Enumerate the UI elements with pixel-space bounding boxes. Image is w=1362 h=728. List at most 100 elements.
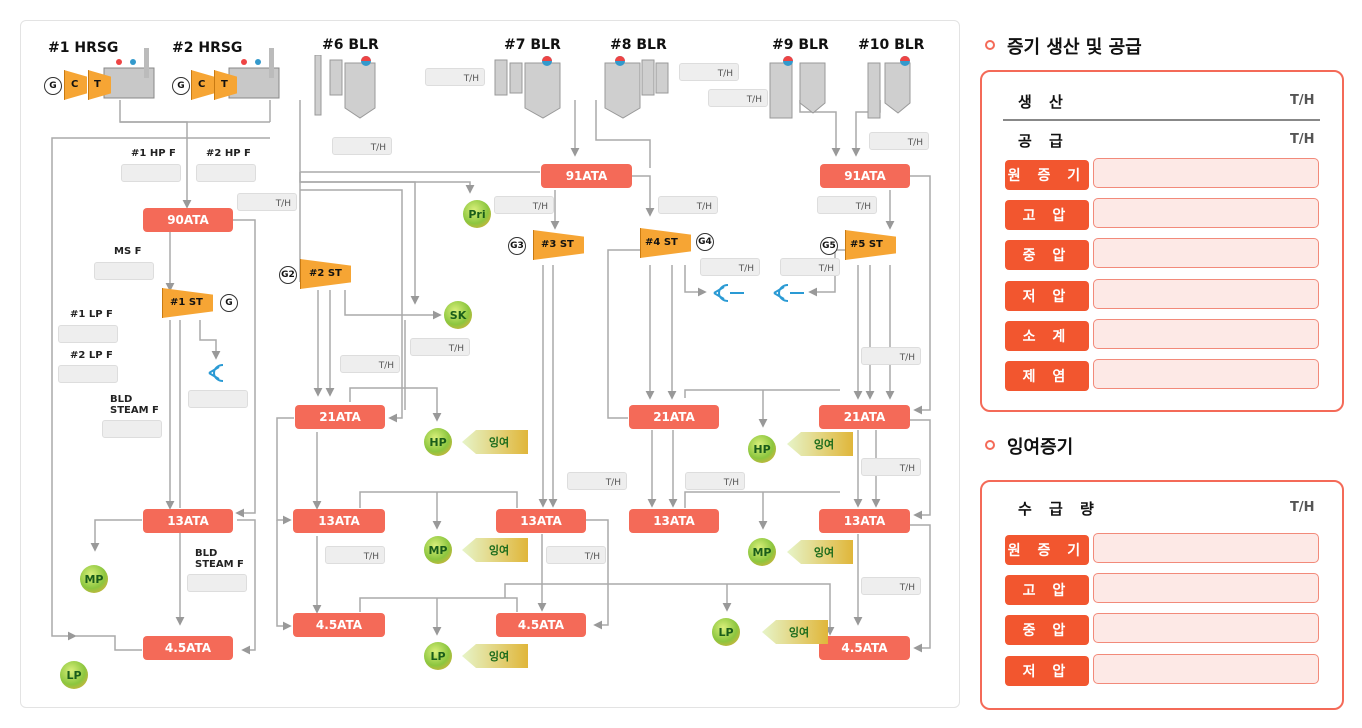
consumer-hp: HP — [748, 435, 776, 463]
boiler-equipment-icon — [314, 55, 911, 119]
surplus-row-value — [1093, 654, 1319, 684]
condenser-gauge — [188, 390, 248, 408]
flow-label-lp1: #1 LP F — [70, 309, 113, 320]
section-bullet-icon — [985, 40, 995, 50]
header-21ata-3: 21ATA — [819, 405, 910, 429]
generator-g5-icon: G5 — [820, 237, 838, 255]
th-gauge: T/H — [425, 68, 485, 86]
unit-hrsg2: #2 HRSG — [172, 40, 243, 56]
steam-turbine-4-label: #4 ST — [645, 237, 678, 248]
flow-label-lp2: #2 LP F — [70, 350, 113, 361]
th-gauge: T/H — [567, 472, 627, 490]
production-title: 증기 생산 및 공급 — [1007, 37, 1142, 58]
surplus-tag: 잉여 — [787, 540, 853, 564]
prod-row-value — [1093, 359, 1319, 389]
steam-turbine-1-label: #1 ST — [170, 297, 203, 308]
surplus-tag: 잉여 — [462, 644, 528, 668]
consumer-lp: LP — [424, 642, 452, 670]
compressor-label: C — [198, 79, 206, 90]
surplus-row-label: 원 증 기 — [1005, 535, 1089, 565]
prod-row-value — [1093, 279, 1319, 309]
th-gauge: T/H — [780, 258, 840, 276]
msf-gauge — [94, 262, 154, 280]
generator-g3-icon: G3 — [508, 237, 526, 255]
produce-unit: T/H — [1290, 93, 1315, 108]
th-gauge: T/H — [679, 63, 739, 81]
unit-blr8: #8 BLR — [610, 37, 667, 53]
surplus-row-label: 고 압 — [1005, 575, 1089, 605]
th-gauge: T/H — [861, 577, 921, 595]
generator-g-icon: G — [172, 77, 190, 95]
surplus-tag: 잉여 — [462, 430, 528, 454]
flow-label-bld1: BLD STEAM F — [110, 394, 159, 416]
th-gauge: T/H — [861, 347, 921, 365]
prod-row-label: 고 압 — [1005, 200, 1089, 230]
steam-turbine-5-label: #5 ST — [850, 239, 883, 250]
surplus-tag: 잉여 — [762, 620, 828, 644]
steam-turbine-3-label: #3 ST — [541, 239, 574, 250]
surplus-tag: 잉여 — [787, 432, 853, 456]
produce-label: 생 산 — [1018, 93, 1069, 111]
header-13ata-4: 13ATA — [629, 509, 719, 533]
flow-panel — [20, 20, 960, 708]
flow-label-hp2: #2 HP F — [206, 148, 251, 159]
th-gauge: T/H — [861, 458, 921, 476]
th-gauge: T/H — [869, 132, 929, 150]
header-91ata-right: 91ATA — [820, 164, 910, 188]
flow-label-msf: MS F — [114, 246, 142, 257]
generator-g4-icon: G4 — [696, 233, 714, 251]
surplus-title: 잉여증기 — [1007, 437, 1074, 458]
unit-blr6: #6 BLR — [322, 37, 379, 53]
header-4-5ata-3: 4.5ATA — [496, 613, 586, 637]
consumer-lp: LP — [60, 661, 88, 689]
header-13ata-1: 13ATA — [143, 509, 233, 533]
condenser-icon — [208, 364, 224, 382]
prod-row-value — [1093, 198, 1319, 228]
consumer-mp: MP — [80, 565, 108, 593]
compressor-label: C — [71, 79, 79, 90]
generator-g-icon: G — [220, 294, 238, 312]
compressor-icon — [64, 70, 87, 100]
consumer-mp: MP — [748, 538, 776, 566]
supply-label: 공 급 — [1018, 132, 1069, 150]
unit-blr9: #9 BLR — [772, 37, 829, 53]
prod-row-label: 제 염 — [1005, 361, 1089, 391]
unit-blr10: #10 BLR — [858, 37, 925, 53]
divider — [1003, 119, 1320, 121]
prod-row-label: 중 압 — [1005, 240, 1089, 270]
prod-row-value — [1093, 158, 1319, 188]
lp1-gauge — [58, 325, 118, 343]
header-4-5ata-4: 4.5ATA — [819, 636, 910, 660]
header-4-5ata-2: 4.5ATA — [293, 613, 385, 637]
consumer-sk: SK — [444, 301, 472, 329]
th-gauge: T/H — [817, 196, 877, 214]
surplus-row-value — [1093, 533, 1319, 563]
flow-label-bld2: BLD STEAM F — [195, 548, 244, 570]
header-13ata-3: 13ATA — [496, 509, 586, 533]
hrsg-equipment-icon — [103, 48, 280, 99]
header-90ata: 90ATA — [143, 208, 233, 232]
consumer-lp: LP — [712, 618, 740, 646]
condenser-icon — [773, 284, 804, 302]
turbine-t-label: T — [94, 79, 101, 90]
supply-demand-unit: T/H — [1290, 500, 1315, 515]
th-gauge: T/H — [700, 258, 760, 276]
section-bullet-icon — [985, 440, 995, 450]
unit-blr7: #7 BLR — [504, 37, 561, 53]
header-21ata-2: 21ATA — [629, 405, 719, 429]
condenser-icon — [713, 284, 744, 302]
header-4-5ata-1: 4.5ATA — [143, 636, 233, 660]
header-21ata-1: 21ATA — [295, 405, 385, 429]
prod-row-value — [1093, 319, 1319, 349]
th-gauge: T/H — [340, 355, 400, 373]
compressor-icon — [191, 70, 214, 100]
surplus-tag: 잉여 — [462, 538, 528, 562]
turbine-t-icon — [214, 70, 237, 100]
th-gauge: T/H — [325, 546, 385, 564]
th-gauge: T/H — [494, 196, 554, 214]
th-gauge: T/H — [658, 196, 718, 214]
consumer-mp: MP — [424, 536, 452, 564]
lp2-gauge — [58, 365, 118, 383]
consumer-hp: HP — [424, 428, 452, 456]
surplus-row-value — [1093, 573, 1319, 603]
